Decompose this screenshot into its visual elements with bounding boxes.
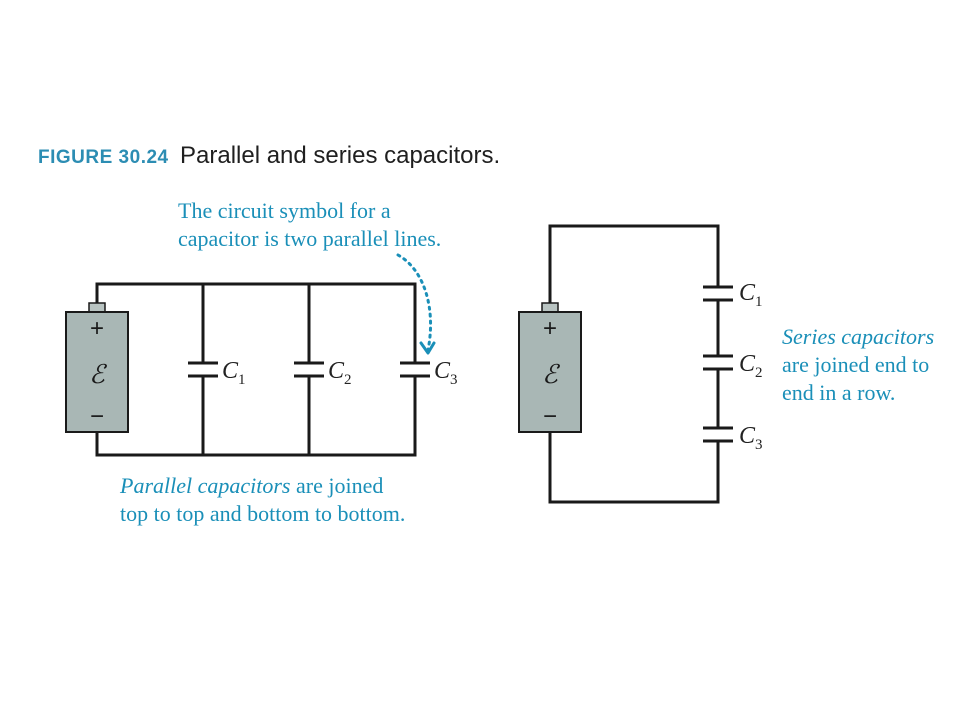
series-capacitor-c3 [703,426,733,443]
parallel-capacitor-c2 [294,361,324,378]
battery-plus: + [543,315,557,342]
series-wire-bottom [548,430,720,504]
parallel-capacitor-c1 [188,361,218,378]
parallel-circuit: C1 C2 C3 + ℰ − The circuit symbol for a … [65,198,458,526]
callout-arrow [396,253,432,352]
parallel-caption-line2: top to top and bottom to bottom. [120,501,405,526]
battery-body [518,311,582,433]
battery-minus: − [543,403,557,430]
callout-arrowhead [419,341,436,355]
parallel-c2-label: C2 [328,358,352,388]
parallel-c3-label: C3 [434,358,458,388]
series-c3-label: C3 [739,423,763,453]
series-c2-label: C2 [739,351,763,381]
series-circuit: C1 C2 C3 + ℰ − Series capacitors are joi… [518,224,934,504]
series-capacitor-c1 [703,285,733,302]
battery-emf: ℰ [89,360,107,389]
symbol-callout-line1: The circuit symbol for a [178,198,391,223]
series-caption-line3: end in a row. [782,380,895,405]
figure-label: FIGURE 30.24 [38,147,169,168]
figure-title: Parallel and series capacitors. [180,142,500,169]
battery-minus: − [90,403,104,430]
series-capacitor-c2 [703,354,733,371]
series-caption-line2: are joined end to [782,352,929,377]
symbol-callout-line2: capacitor is two parallel lines. [178,226,441,251]
battery-plus: + [90,315,104,342]
series-caption-line1: Series capacitors [782,324,934,349]
parallel-battery: + ℰ − [65,302,129,433]
battery-emf: ℰ [542,360,560,389]
parallel-wire-loop [95,282,417,457]
parallel-caption-line1: Parallel capacitors are joined [119,473,383,498]
series-battery: + ℰ − [518,302,582,433]
series-wire-top [548,224,720,305]
parallel-c1-label: C1 [222,358,246,388]
parallel-capacitor-c3 [400,361,430,378]
series-c1-label: C1 [739,280,763,310]
battery-body [65,311,129,433]
